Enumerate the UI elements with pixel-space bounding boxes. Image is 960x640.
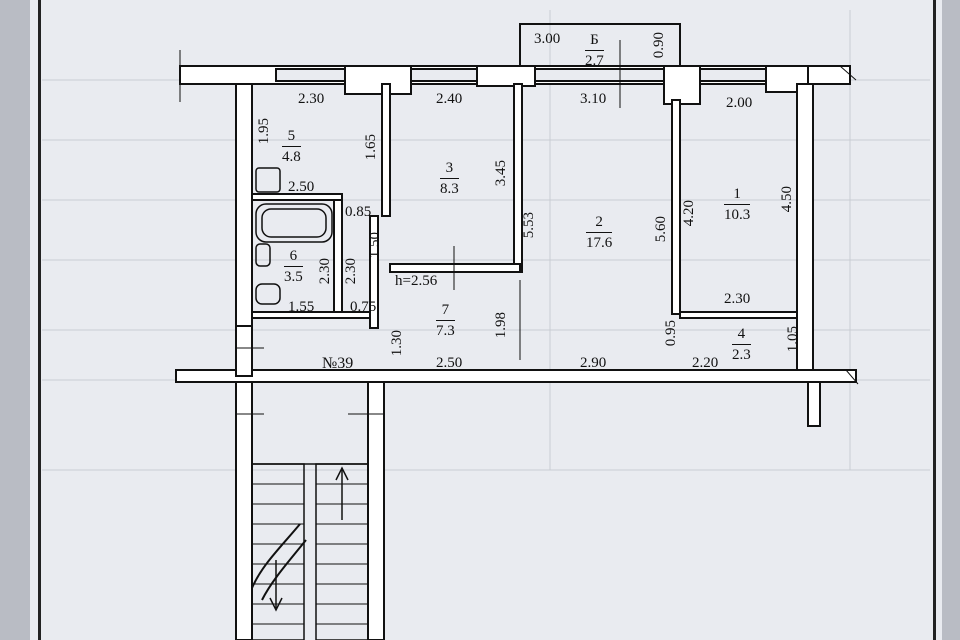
height-label: h=2.56 [395, 273, 438, 289]
room-7-area: 7.3 [436, 323, 455, 339]
room-2-label: 2 17.6 [586, 214, 613, 252]
dim-2-40: 2.40 [436, 91, 463, 107]
window-4 [699, 68, 767, 82]
dimension-lines [179, 40, 859, 415]
dim-2-30-top: 2.30 [298, 91, 325, 107]
sanitary-fixtures [255, 167, 333, 305]
walls [175, 23, 857, 640]
balcony-area: 2.7 [585, 53, 604, 69]
room-2-area: 17.6 [586, 235, 613, 251]
paper-background [30, 0, 942, 640]
dim-0-85: 0.85 [345, 204, 372, 220]
dim-0-95: 0.95 [663, 320, 679, 347]
room-6-label: 6 3.5 [284, 248, 303, 286]
room-4-label: 4 2.3 [732, 326, 751, 364]
dim-3-10: 3.10 [580, 91, 607, 107]
balcony-label: Б 2.7 [585, 32, 604, 70]
room-1-label: 1 10.3 [724, 186, 751, 224]
dim-2-30-wc-a: 2.30 [317, 258, 333, 285]
room-3-number: 3 [440, 160, 459, 179]
room-2-number: 2 [586, 214, 613, 233]
balcony-depth-dim: 0.90 [651, 32, 667, 59]
dim-1-95: 1.95 [256, 118, 272, 145]
room-5-label: 5 4.8 [282, 128, 301, 166]
room-1-area: 10.3 [724, 207, 751, 223]
dim-4-50: 4.50 [779, 186, 795, 213]
dim-5-53: 5.53 [521, 212, 537, 239]
bathtub [255, 203, 333, 243]
room-4-number: 4 [732, 326, 751, 345]
room-5-area: 4.8 [282, 149, 301, 165]
stair-curve [251, 523, 301, 589]
balcony-width-dim: 3.00 [534, 31, 561, 47]
room-6-number: 6 [284, 248, 303, 267]
dim-2-20: 2.20 [692, 355, 719, 371]
dim-1-65: 1.65 [363, 134, 379, 161]
dim-2-30-room1: 2.30 [724, 291, 751, 307]
left-wall [235, 83, 253, 331]
room-3-label: 3 8.3 [440, 160, 459, 198]
dim-3-45: 3.45 [493, 160, 509, 187]
dim-5-60: 5.60 [653, 216, 669, 243]
dim-1-30: 1.30 [389, 330, 405, 357]
balcony-number: Б [585, 32, 604, 51]
room-6-area: 3.5 [284, 269, 303, 285]
paper-border-left [38, 0, 41, 640]
dim-2-50-bath: 2.50 [288, 179, 315, 195]
dim-1-05: 1.05 [785, 326, 801, 353]
dim-0-75: 0.75 [350, 299, 377, 315]
room-7-number: 7 [436, 302, 455, 321]
room-3-area: 8.3 [440, 181, 459, 197]
apartment-number: №39 [322, 355, 354, 372]
dim-2-50-hall: 2.50 [436, 355, 463, 371]
room-7-label: 7 7.3 [436, 302, 455, 340]
window-1 [275, 68, 347, 82]
corridor-wall [175, 369, 857, 383]
dim-2-30-wc-b: 2.30 [343, 258, 359, 285]
paper-border-right [933, 0, 936, 640]
dim-2-00: 2.00 [726, 95, 753, 111]
dim-1-50: 1.50 [367, 232, 383, 259]
window-3 [533, 68, 665, 82]
staircase [251, 463, 369, 640]
dim-2-90: 2.90 [580, 355, 607, 371]
room-1-number: 1 [724, 186, 751, 205]
dim-4-20: 4.20 [681, 200, 697, 227]
washbasin [255, 243, 271, 267]
room-4-area: 2.3 [732, 347, 751, 363]
room-5-number: 5 [282, 128, 301, 147]
dim-1-98: 1.98 [493, 312, 509, 339]
toilet [255, 283, 281, 305]
window-2 [409, 68, 479, 82]
dim-1-55: 1.55 [288, 299, 315, 315]
